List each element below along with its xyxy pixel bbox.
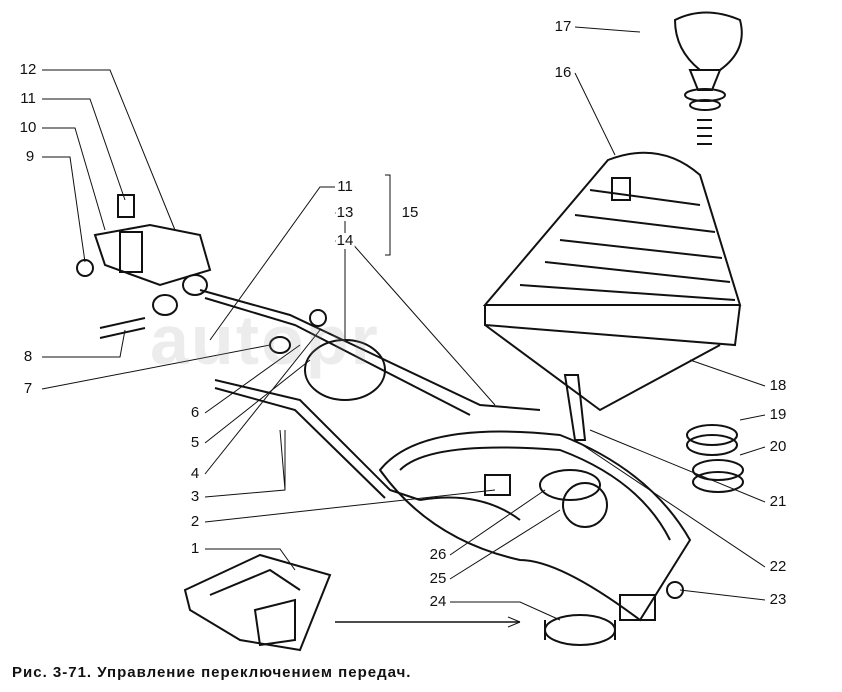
- mounting-bracket: [183, 553, 332, 652]
- label-11: 11: [19, 90, 37, 107]
- label-5: 5: [189, 434, 201, 451]
- label-13: 13: [335, 204, 355, 221]
- lever-and-housing: [378, 374, 692, 646]
- label-25: 25: [428, 570, 448, 587]
- label-9: 9: [24, 148, 36, 165]
- label-6: 6: [189, 404, 201, 421]
- label-11-rod: 11: [336, 178, 354, 195]
- label-26: 26: [428, 546, 448, 563]
- springs: [666, 424, 744, 599]
- shift-rods: [199, 289, 541, 501]
- label-18: 18: [768, 377, 788, 394]
- label-16: 16: [553, 64, 573, 81]
- label-14: 14: [335, 232, 355, 249]
- label-3: 3: [189, 488, 201, 505]
- label-22: 22: [768, 558, 788, 575]
- label-2: 2: [189, 513, 201, 530]
- figure-caption: Рис. 3-71. Управление переключением пере…: [12, 664, 412, 681]
- label-15: 15: [400, 204, 420, 221]
- bracket-assembly: [76, 194, 212, 339]
- shift-knob: [673, 11, 743, 145]
- label-21: 21: [768, 493, 788, 510]
- label-10: 10: [18, 119, 38, 136]
- label-12: 12: [18, 61, 38, 78]
- label-4: 4: [189, 465, 201, 482]
- label-24: 24: [428, 593, 448, 610]
- label-20: 20: [768, 438, 788, 455]
- label-17: 17: [553, 18, 573, 35]
- label-19: 19: [768, 406, 788, 423]
- watermark: autopr: [150, 301, 380, 379]
- label-1: 1: [189, 540, 201, 557]
- label-23: 23: [768, 591, 788, 608]
- label-7: 7: [22, 380, 34, 397]
- rubber-boot: [482, 151, 742, 412]
- label-8: 8: [22, 348, 34, 365]
